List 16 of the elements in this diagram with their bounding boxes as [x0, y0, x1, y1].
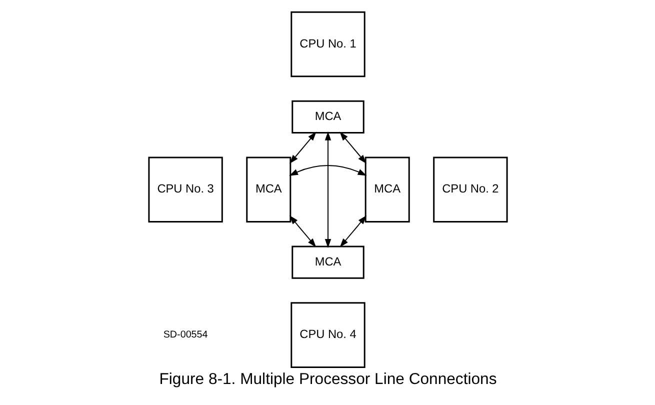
node-box: MCA	[291, 100, 364, 134]
node-box: MCA	[364, 156, 410, 223]
node-box: CPU No. 1	[290, 11, 365, 78]
node-box: CPU No. 2	[432, 156, 508, 223]
caption: Figure 8-1. Multiple Processor Line Connections	[158, 370, 496, 388]
node-box: MCA	[291, 246, 364, 279]
node-box: CPU No. 3	[148, 156, 222, 223]
label: SD-00554	[162, 330, 208, 341]
arrow	[288, 215, 316, 248]
node-box: CPU No. 4	[290, 302, 365, 368]
arrow	[288, 165, 366, 176]
arrow	[339, 215, 366, 248]
arrow	[339, 132, 366, 164]
node-box: MCA	[246, 156, 291, 223]
arrow	[289, 132, 316, 164]
arrow	[324, 132, 331, 248]
